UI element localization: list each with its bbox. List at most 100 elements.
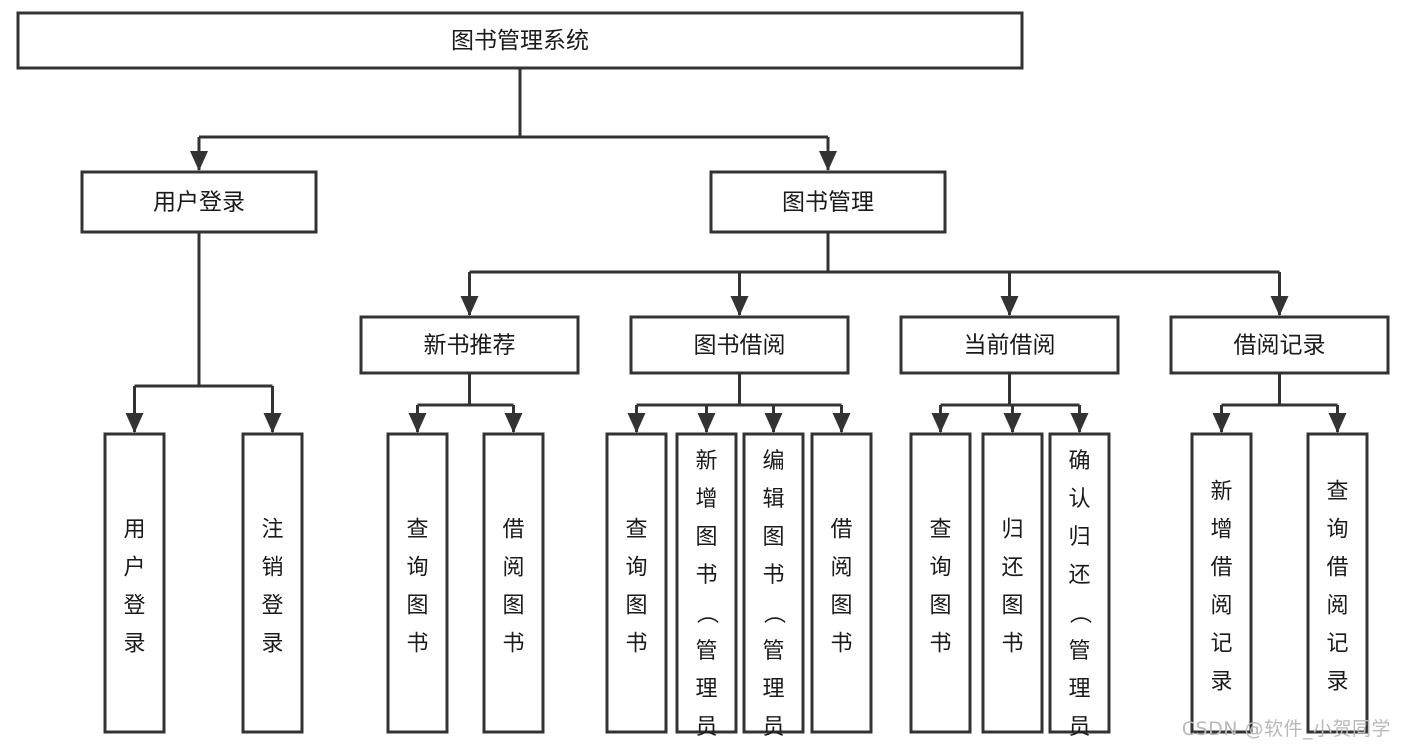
node-label-char: 查: [929, 518, 951, 543]
node-label-char: 借: [830, 518, 852, 543]
node-label-char: 借: [502, 518, 524, 543]
node-label-char: 书: [762, 563, 784, 588]
node-label-char: 书: [625, 632, 647, 657]
node-label-char: 书: [830, 632, 852, 657]
node-label-char: 用: [123, 518, 145, 543]
node-label-char: 图: [762, 525, 784, 550]
node-label-char: 借: [1210, 556, 1232, 581]
node-label-char: 询: [1326, 518, 1348, 543]
node-box[interactable]: [1169, 315, 1390, 375]
node-label-char: 记: [1210, 632, 1232, 657]
node-label-char: 理: [762, 677, 784, 702]
node-label-char: 录: [1326, 670, 1348, 695]
node-label: 用户登录: [153, 190, 245, 216]
arrow-head-icon: [504, 413, 523, 433]
arrow-head-icon: [697, 413, 716, 433]
node-label: 借阅记录: [1234, 333, 1326, 359]
node-box[interactable]: [16, 11, 1024, 70]
node-box[interactable]: [742, 432, 805, 734]
node-label-char: （: [694, 602, 719, 624]
node-level3-3[interactable]: 借阅记录: [1169, 315, 1390, 375]
node-box[interactable]: [981, 432, 1044, 734]
node-label-char: 归: [1001, 518, 1023, 543]
arrow-head-icon: [819, 151, 837, 171]
node-label-char: 书: [695, 563, 717, 588]
node-label-char: 询: [406, 556, 428, 581]
node-box[interactable]: [80, 170, 318, 234]
node-label-char: 新: [695, 449, 717, 474]
node-label-char: 认: [1068, 487, 1090, 512]
node-label-char: （: [1067, 602, 1092, 624]
node-box[interactable]: [629, 315, 850, 375]
nodes-layer: 图书管理系统用户登录图书管理新书推荐图书借阅当前借阅借阅记录用户登录注销登录查询…: [16, 11, 1390, 747]
node-level3-1[interactable]: 图书借阅: [629, 315, 850, 375]
node-label-char: 录: [1210, 670, 1232, 695]
node-box[interactable]: [709, 170, 947, 234]
node-label-char: 还: [1001, 556, 1023, 581]
node-label-char: 增: [1210, 518, 1232, 543]
node-label-char: 辑: [762, 487, 784, 512]
node-label-char: 员: [1068, 715, 1090, 740]
node-label-char: 询: [929, 556, 951, 581]
arrow-head-icon: [190, 151, 208, 171]
arrow-head-icon: [1212, 413, 1231, 433]
node-root-0[interactable]: 图书管理系统: [16, 11, 1024, 70]
arrow-head-icon: [1328, 413, 1347, 433]
arrow-head-icon: [1070, 413, 1089, 433]
node-label-char: 还: [1068, 563, 1090, 588]
node-label-char: 确: [1068, 449, 1090, 474]
node-label-char: 图: [929, 594, 951, 619]
node-level3-0[interactable]: 新书推荐: [359, 315, 580, 375]
node-box[interactable]: [605, 432, 668, 734]
node-label-char: 注: [261, 518, 283, 543]
node-label-char: 图: [1001, 594, 1023, 619]
node-label-char: 借: [1326, 556, 1348, 581]
node-label-char: 管: [762, 639, 784, 664]
node-box[interactable]: [909, 432, 972, 734]
node-box[interactable]: [899, 315, 1120, 375]
node-box[interactable]: [359, 315, 580, 375]
arrow-head-icon: [1270, 296, 1289, 316]
arrow-head-icon: [627, 413, 646, 433]
node-label: 图书借阅: [694, 333, 786, 359]
node-label-char: 新: [1210, 480, 1232, 505]
node-label-char: 编: [762, 449, 784, 474]
connectors-layer: [125, 68, 1347, 433]
node-label-char: 员: [695, 715, 717, 740]
csdn-watermark: CSDN @软件_小贺同学: [1181, 718, 1391, 740]
node-label-char: 理: [1068, 677, 1090, 702]
node-box[interactable]: [810, 432, 873, 734]
node-box[interactable]: [386, 432, 449, 734]
node-box[interactable]: [103, 432, 166, 734]
node-label-char: 录: [123, 632, 145, 657]
node-level3-2[interactable]: 当前借阅: [899, 315, 1120, 375]
node-level2-1[interactable]: 图书管理: [709, 170, 947, 234]
arrow-head-icon: [1003, 413, 1022, 433]
node-box[interactable]: [482, 432, 545, 734]
arrow-head-icon: [125, 413, 144, 433]
node-box[interactable]: [241, 432, 304, 734]
node-label-char: 管: [1068, 639, 1090, 664]
node-level2-0[interactable]: 用户登录: [80, 170, 318, 234]
node-box[interactable]: [1048, 432, 1111, 734]
node-box[interactable]: [1190, 432, 1253, 734]
node-box[interactable]: [1306, 432, 1369, 734]
node-leaf-0[interactable]: 用户登录: [103, 432, 166, 734]
arrow-head-icon: [832, 413, 851, 433]
node-label-char: 图: [695, 525, 717, 550]
node-box[interactable]: [675, 432, 738, 734]
node-label-char: 阅: [1326, 594, 1348, 619]
